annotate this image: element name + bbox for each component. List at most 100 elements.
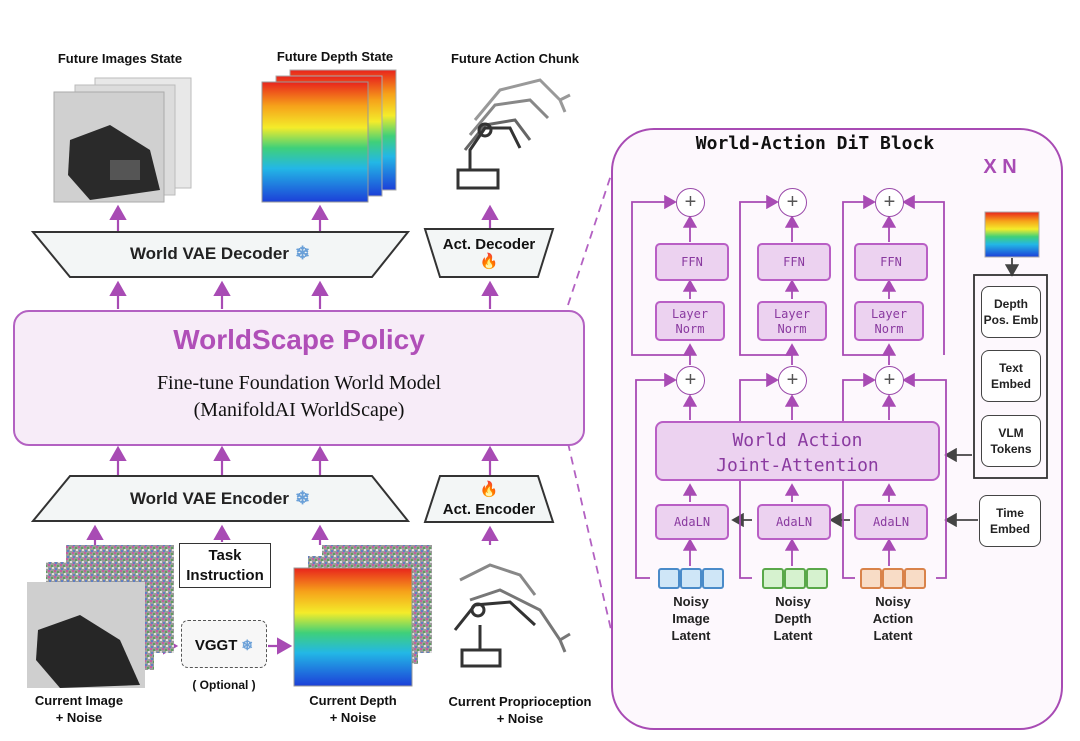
adaln-box: AdaLN	[854, 504, 928, 540]
latent-label-line: Depth	[774, 611, 812, 626]
action-latent-tokens	[858, 568, 928, 589]
vlm-tokens-line-1: VLM	[998, 426, 1024, 440]
snowflake-icon: ❄	[294, 243, 311, 263]
policy-line-2: (ManifoldAI WorldScape)	[193, 399, 405, 421]
current-image-line-2: + Noise	[55, 710, 103, 725]
image-latent-tokens	[656, 568, 726, 589]
current-depth-stack	[293, 545, 432, 687]
current-depth-label: Current Depth + Noise	[288, 692, 418, 726]
ffn-box: FFN	[655, 243, 729, 281]
layer-norm-line-2: Norm	[777, 322, 807, 336]
joint-attention-box: World Action Joint-Attention	[655, 421, 940, 481]
world-vae-decoder-label: World VAE Decoder	[129, 244, 289, 263]
current-proprio-label: Current Proprioception + Noise	[430, 693, 610, 727]
joint-attention-line-2: Joint-Attention	[716, 455, 879, 476]
latent-token	[762, 568, 784, 589]
latent-token	[680, 568, 702, 589]
latent-token	[658, 568, 680, 589]
latent-label-line: Noisy	[875, 594, 911, 609]
ffn-box: FFN	[757, 243, 831, 281]
world-vae-encoder: World VAE Encoder ❄	[70, 488, 370, 509]
layer-norm-line-2: Norm	[675, 322, 705, 336]
depth-pos-line-2: Pos. Emb	[983, 313, 1039, 327]
latent-label-line: Image	[672, 611, 710, 626]
future-images-stack	[53, 77, 192, 203]
current-image-line-1: Current Image	[34, 693, 124, 708]
residual-add-icon: +	[676, 366, 705, 395]
world-vae-encoder-shape	[30, 475, 411, 522]
latent-label-line: Noisy	[673, 594, 709, 609]
repeat-count: X N	[983, 156, 1017, 178]
future-action-label: Future Action Chunk	[450, 51, 580, 66]
latent-token	[882, 568, 904, 589]
task-instruction-box: Task Instruction	[179, 543, 271, 588]
snowflake-icon: ❄	[294, 488, 311, 508]
worldscape-policy-box: WorldScape Policy Fine-tune Foundation W…	[13, 310, 585, 446]
residual-add-icon: +	[778, 188, 807, 217]
latent-label-line: Action	[872, 611, 914, 626]
robot-arm-icon	[453, 563, 571, 668]
residual-add-icon: +	[875, 366, 904, 395]
joint-attention-line-1: World Action	[732, 430, 863, 451]
text-embed-line-2: Embed	[990, 377, 1031, 391]
policy-title: WorldScape Policy	[173, 324, 425, 355]
adaln-box: AdaLN	[655, 504, 729, 540]
depth-latent-label: Noisy Depth Latent	[752, 593, 834, 644]
dit-title: World-Action DiT Block	[695, 133, 935, 154]
robot-arm-icon	[456, 78, 571, 190]
residual-add-icon: +	[778, 366, 807, 395]
latent-label-line: Latent	[873, 628, 913, 643]
policy-line-1: Fine-tune Foundation World Model	[156, 372, 442, 394]
act-encoder-shape	[423, 475, 555, 523]
vlm-tokens-line-2: Tokens	[990, 442, 1032, 456]
future-depth-stack	[261, 69, 397, 203]
vggt-label: VGGT	[194, 637, 238, 654]
future-images-label: Future Images State	[57, 51, 183, 66]
snowflake-icon: ❄	[241, 637, 254, 653]
latent-label-line: Latent	[671, 628, 711, 643]
fire-icon: 🔥	[479, 481, 499, 498]
layer-norm-line-1: Layer	[870, 307, 908, 321]
latent-token	[860, 568, 882, 589]
current-proprio-line-2: + Noise	[496, 711, 544, 726]
world-vae-encoder-label: World VAE Encoder	[129, 489, 289, 508]
latent-token	[784, 568, 806, 589]
text-embed-line-1: Text	[999, 361, 1023, 375]
depth-latent-tokens	[760, 568, 830, 589]
act-decoder-label: Act. Decoder	[442, 236, 536, 253]
act-decoder-shape	[423, 228, 555, 278]
adaln-box: AdaLN	[757, 504, 831, 540]
latent-label-line: Latent	[773, 628, 813, 643]
act-encoder: 🔥 Act. Encoder	[428, 480, 550, 520]
act-encoder-label: Act. Encoder	[442, 501, 536, 518]
ffn-box: FFN	[854, 243, 928, 281]
fire-icon: 🔥	[479, 253, 499, 270]
image-latent-label: Noisy Image Latent	[650, 593, 732, 644]
world-vae-decoder: World VAE Decoder ❄	[70, 243, 370, 264]
future-depth-label: Future Depth State	[276, 49, 394, 64]
time-embed-line-2: Embed	[989, 522, 1030, 536]
task-instruction-label: Task Instruction	[186, 547, 264, 584]
time-embed-line-1: Time	[996, 506, 1024, 520]
current-proprio-line-1: Current Proprioception	[448, 694, 592, 709]
latent-label-line: Noisy	[775, 594, 811, 609]
vggt-box: VGGT❄	[181, 620, 267, 668]
current-depth-line-2: + Noise	[329, 710, 377, 725]
residual-add-icon: +	[875, 188, 904, 217]
current-image-stack	[27, 545, 174, 688]
latent-token	[702, 568, 724, 589]
layer-norm-line-2: Norm	[874, 322, 904, 336]
layer-norm-line-1: Layer	[773, 307, 811, 321]
latent-token	[806, 568, 828, 589]
current-image-label: Current Image + Noise	[14, 692, 144, 726]
layer-norm-line-1: Layer	[671, 307, 709, 321]
vlm-tokens-box: VLM Tokens	[981, 415, 1041, 467]
optional-label: ( Optional )	[192, 678, 256, 692]
latent-token	[904, 568, 926, 589]
